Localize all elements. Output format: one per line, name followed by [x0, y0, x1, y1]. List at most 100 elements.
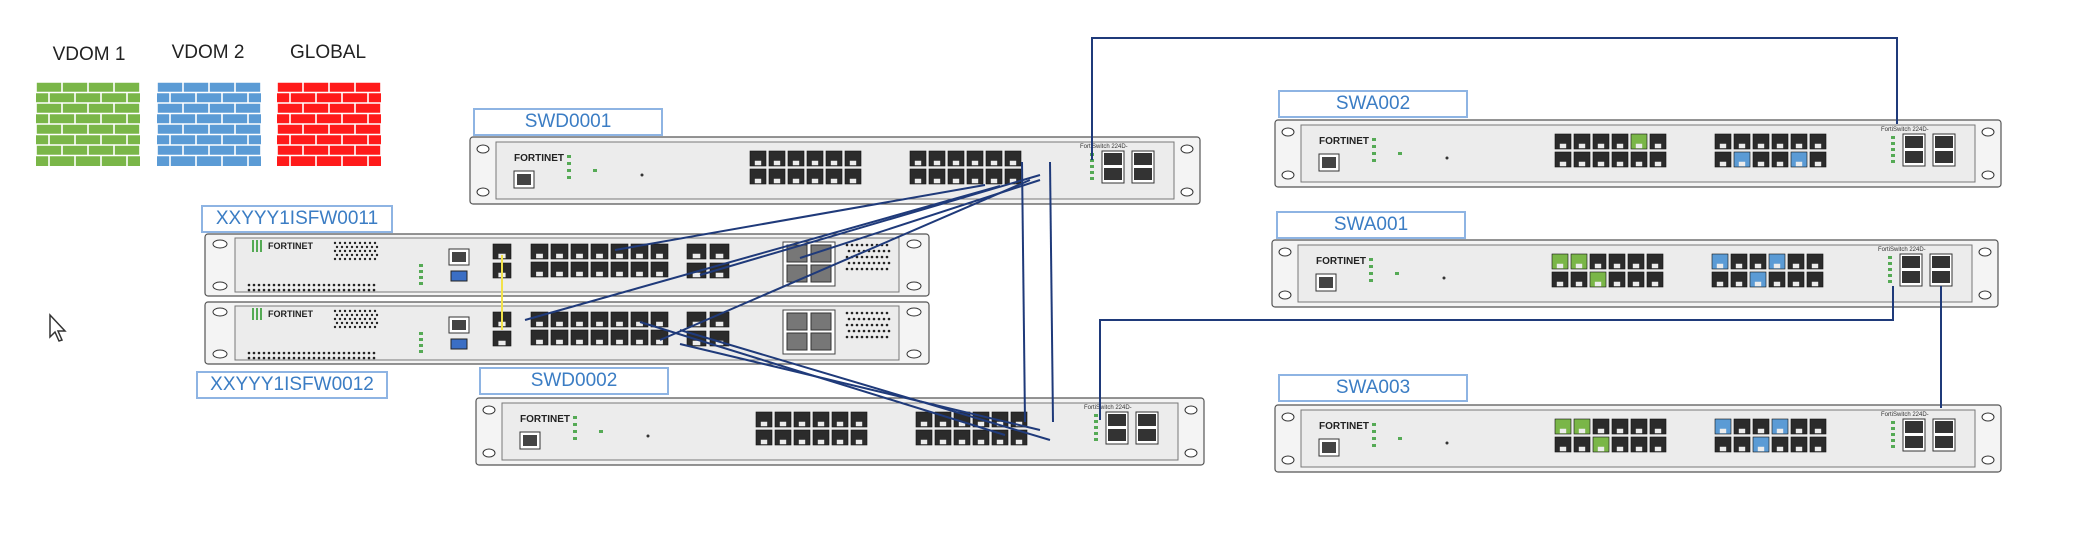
ethernet-port [1573, 418, 1591, 435]
ethernet-port [1630, 418, 1648, 435]
ethernet-port [610, 329, 629, 346]
ethernet-port [630, 329, 649, 346]
fortinet-logo-icon: FORTINET [268, 241, 313, 251]
network-link [679, 343, 1041, 431]
mouse-cursor-icon [49, 313, 67, 342]
device-label-swa002: SWA002 [1278, 90, 1468, 118]
ethernet-port [1771, 133, 1789, 150]
ethernet-port [530, 311, 549, 328]
ethernet-port [793, 429, 811, 446]
device-label-swd0002: SWD0002 [479, 367, 669, 395]
ethernet-port [550, 329, 569, 346]
device-label-fw0011: XXYYY1ISFW0011 [201, 205, 393, 233]
svg-text:FortiSwitch 224D-: FortiSwitch 224D- [1084, 405, 1132, 411]
network-link [1049, 161, 1054, 423]
ethernet-port [1806, 271, 1824, 288]
ethernet-port [844, 168, 862, 185]
ethernet-port [1649, 436, 1667, 453]
ethernet-port [909, 150, 927, 167]
device-label-swa003: SWA003 [1278, 374, 1468, 402]
ethernet-port [1570, 271, 1588, 288]
firewall-fw0011: FORTINET [204, 233, 930, 297]
ethernet-port [812, 411, 830, 428]
ethernet-port [934, 411, 952, 428]
device-label-fw0012: XXYYY1ISFW0012 [196, 371, 388, 399]
ethernet-port [1752, 151, 1770, 168]
ethernet-port [985, 150, 1003, 167]
svg-text:FortiSwitch 224D-: FortiSwitch 224D- [1080, 144, 1128, 150]
ethernet-port [1570, 253, 1588, 270]
ethernet-port [1752, 436, 1770, 453]
network-link [1021, 161, 1026, 423]
ethernet-port [774, 429, 792, 446]
ethernet-port [787, 150, 805, 167]
ethernet-port [570, 311, 589, 328]
network-link [1099, 286, 1894, 420]
ethernet-port [1809, 133, 1827, 150]
ethernet-port [1714, 133, 1732, 150]
ethernet-port [630, 243, 649, 260]
ethernet-port [1787, 253, 1805, 270]
ethernet-port [1649, 151, 1667, 168]
fortinet-logo-icon: FORTINET [268, 309, 313, 319]
ethernet-port [1714, 151, 1732, 168]
ethernet-port [570, 329, 589, 346]
ethernet-port [966, 168, 984, 185]
ethernet-port [1646, 271, 1664, 288]
network-link [679, 329, 1051, 441]
fortinet-logo-icon: FORTINET [514, 153, 564, 164]
ethernet-port [806, 168, 824, 185]
svg-text:FortiSwitch 224D-: FortiSwitch 224D- [1881, 127, 1929, 133]
firewall-fw0012: FORTINET [204, 301, 930, 365]
ethernet-port [1771, 418, 1789, 435]
ethernet-port [1768, 271, 1786, 288]
ethernet-port [844, 150, 862, 167]
ethernet-port [530, 329, 549, 346]
ethernet-port [590, 261, 609, 278]
ethernet-port [1711, 271, 1729, 288]
ethernet-port [1592, 133, 1610, 150]
ethernet-port [1551, 271, 1569, 288]
switch-swd0001: FORTINET FortiSwitch 224D- [469, 136, 1201, 205]
ethernet-port [1771, 436, 1789, 453]
ethernet-port [709, 243, 730, 260]
ethernet-port [749, 168, 767, 185]
ethernet-port [1733, 436, 1751, 453]
ethernet-port [1809, 436, 1827, 453]
ethernet-port [985, 168, 1003, 185]
ethernet-port [825, 168, 843, 185]
ethernet-port [1711, 253, 1729, 270]
ethernet-port [1004, 168, 1022, 185]
ethernet-port [1573, 436, 1591, 453]
ethernet-port [1627, 253, 1645, 270]
ethernet-port [947, 168, 965, 185]
ethernet-port [630, 261, 649, 278]
ethernet-port [1589, 253, 1607, 270]
fortinet-logo-icon: FORTINET [1316, 256, 1366, 267]
device-label-swd0001: SWD0001 [473, 108, 663, 136]
ethernet-port [1790, 436, 1808, 453]
ethernet-port [1592, 151, 1610, 168]
legend-label-vdom1: VDOM 1 [52, 44, 126, 65]
ethernet-port [1809, 418, 1827, 435]
ethernet-port [928, 150, 946, 167]
ethernet-port [1733, 418, 1751, 435]
ethernet-port [550, 243, 569, 260]
network-link [614, 184, 986, 251]
switch-swd0002: FORTINET FortiSwitch 224D- [475, 397, 1205, 466]
ethernet-port [1790, 418, 1808, 435]
ethernet-port [1589, 271, 1607, 288]
fortinet-logo-icon: FORTINET [520, 414, 570, 425]
ethernet-port [972, 429, 990, 446]
ethernet-port [812, 429, 830, 446]
ethernet-port [1592, 418, 1610, 435]
legend-label-global: GLOBAL [289, 42, 367, 63]
ethernet-port [1630, 133, 1648, 150]
ethernet-port [1768, 253, 1786, 270]
ethernet-port [1554, 151, 1572, 168]
ethernet-port [1630, 151, 1648, 168]
ethernet-port [530, 243, 549, 260]
